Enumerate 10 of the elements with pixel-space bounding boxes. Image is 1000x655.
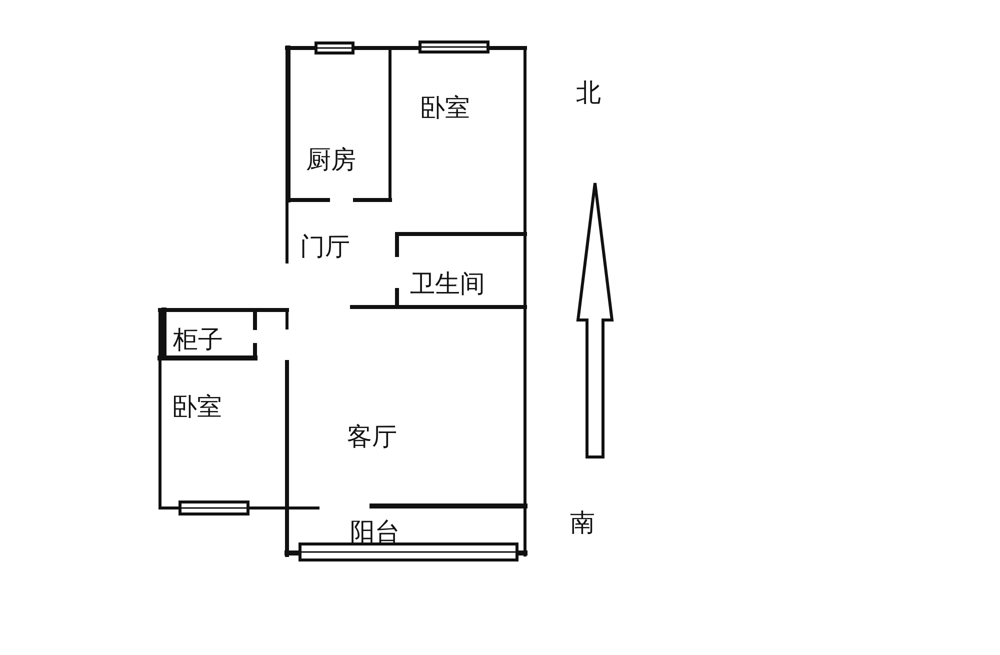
room-label: 柜子 [173,326,223,354]
room-label: 卧室 [172,393,222,421]
room-label: 卧室 [420,94,470,122]
room-label: 客厅 [347,423,397,451]
room-label: 阳台 [350,518,400,546]
room-label: 厨房 [306,146,356,174]
room-label: 门厅 [300,233,350,261]
room-label: 卫生间 [410,270,485,298]
compass-label: 北 [576,79,601,107]
compass-label: 南 [570,509,595,537]
